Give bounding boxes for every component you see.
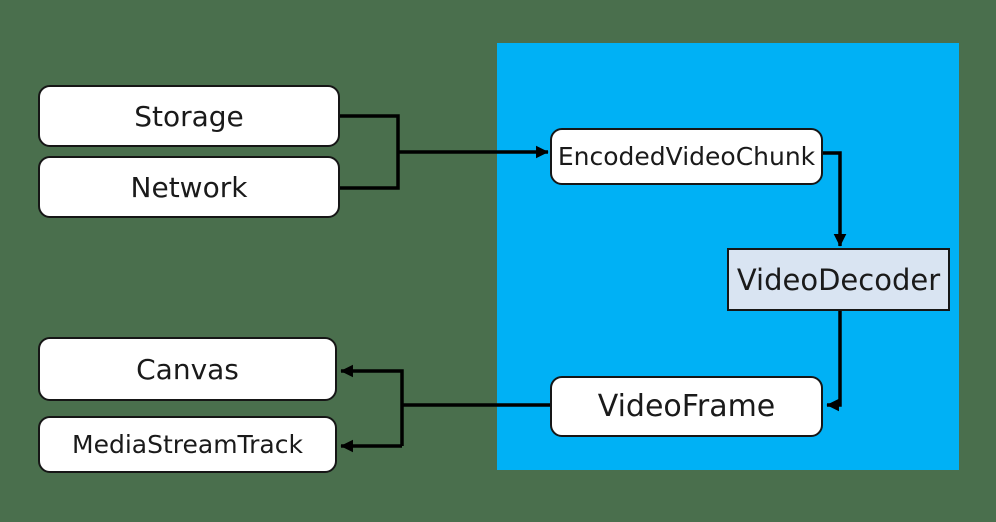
canvas-node: Canvas bbox=[38, 337, 337, 401]
media-stream-track-node: MediaStreamTrack bbox=[38, 416, 337, 473]
storage-label: Storage bbox=[134, 99, 244, 133]
network-node: Network bbox=[38, 156, 340, 218]
frame-to-canvas-arrow bbox=[340, 364, 404, 446]
decoder-to-frame-arrow bbox=[826, 311, 842, 412]
video-decoder-label: VideoDecoder bbox=[736, 262, 941, 297]
sources-join-line bbox=[338, 114, 400, 190]
encoded-video-chunk-label: EncodedVideoChunk bbox=[557, 142, 816, 171]
encoded-video-chunk-node: EncodedVideoChunk bbox=[550, 128, 823, 185]
video-frame-node: VideoFrame bbox=[550, 376, 823, 437]
media-stream-track-label: MediaStreamTrack bbox=[72, 430, 303, 459]
video-frame-label: VideoFrame bbox=[597, 389, 776, 424]
storage-node: Storage bbox=[38, 85, 340, 147]
video-decoder-node: VideoDecoder bbox=[727, 248, 950, 311]
chunk-to-decoder-arrow bbox=[821, 151, 847, 247]
canvas-label: Canvas bbox=[136, 352, 239, 386]
network-label: Network bbox=[130, 170, 248, 204]
